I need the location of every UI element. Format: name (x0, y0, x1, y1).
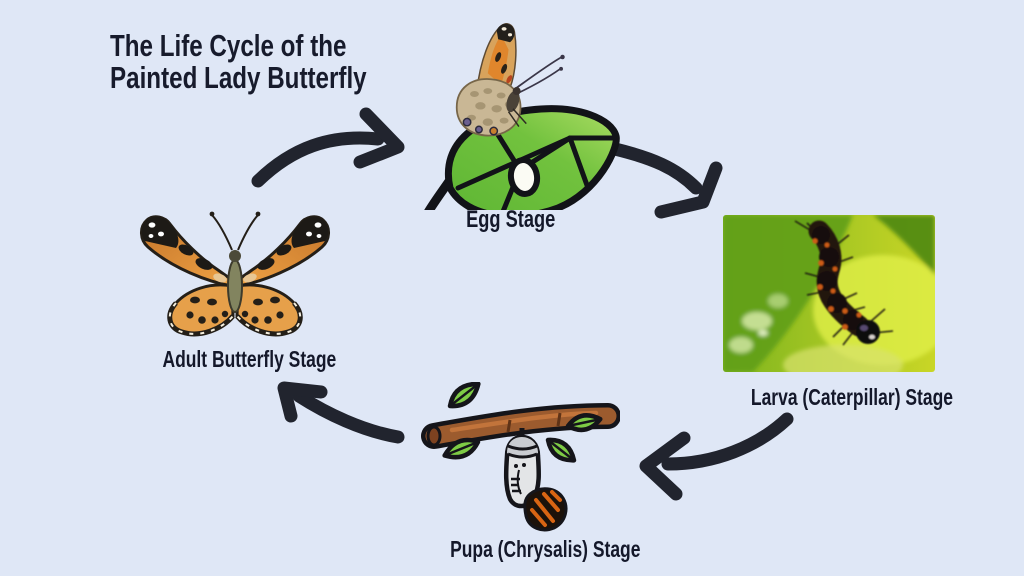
adult-stage-label: Adult Butterfly Stage (162, 346, 337, 372)
page-title-line1: The Life Cycle of the (110, 28, 347, 63)
pupa-stage-label: Pupa (Chrysalis) Stage (450, 536, 641, 562)
arrow-adult-to-egg-icon (251, 107, 405, 188)
adult-stage-photo (140, 198, 350, 348)
pupa-stage-illustration (421, 382, 620, 532)
arrow-larva-to-pupa-icon (639, 412, 794, 501)
egg-stage-illustration (424, 23, 620, 210)
page-title: The Life Cycle of the Painted Lady Butte… (110, 28, 439, 96)
larva-stage-photo (723, 215, 935, 372)
egg-stage-label: Egg Stage (466, 206, 556, 233)
caterpillar-icon (794, 220, 894, 346)
larva-stage-label: Larva (Caterpillar) Stage (750, 384, 953, 410)
branch-leaves-icon (442, 382, 603, 463)
egg-icon (507, 157, 541, 197)
chrysalis-icon (503, 428, 568, 532)
arrow-pupa-to-adult-icon (277, 381, 405, 444)
page-title-line2: Painted Lady Butterfly (110, 60, 367, 96)
painted-lady-butterfly-icon (140, 212, 328, 334)
arrow-egg-to-larva-icon (608, 142, 723, 219)
butterfly-folded-wings-icon (455, 23, 565, 137)
emerging-wing-icon (523, 487, 568, 532)
cartoon-leaf-icon (424, 105, 620, 210)
